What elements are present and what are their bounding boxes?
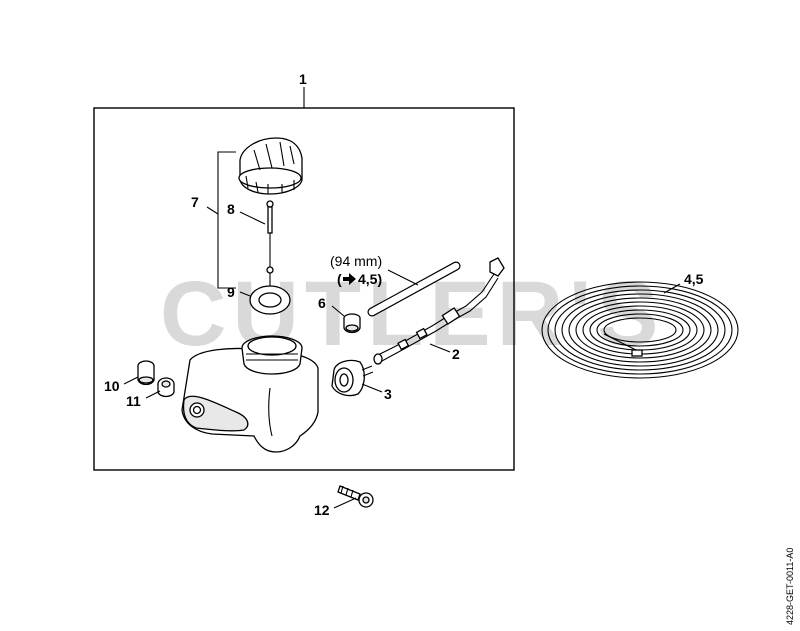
callout-11: 11 [126,393,141,409]
hose-ref-open: ( [337,271,342,287]
callout-2: 2 [452,346,460,362]
callout-7: 7 [191,194,199,210]
callout-10: 10 [104,378,120,394]
fuel-hose-94mm [367,261,461,317]
callout-1: 1 [299,71,307,87]
fuel-line-pickup [373,257,505,365]
hose-ref: 4,5) [358,271,382,287]
right-arrow-icon [343,273,356,285]
callout-3: 3 [384,386,392,402]
screw [337,485,374,508]
grommet [343,313,361,334]
callout-6: 6 [318,295,326,311]
retaining-cord [266,200,274,274]
fuel-filter [331,359,374,397]
fuel-line-coil [541,281,739,379]
hose-length-note: (94 mm) [330,253,382,269]
plug [137,360,155,386]
callout-4-5: 4,5 [684,271,704,287]
group-bracket-7 [217,151,236,289]
sealing-ring [157,377,175,398]
callout-9: 9 [227,284,235,300]
fuel-tank [181,335,319,453]
filler-cap [238,137,303,195]
cap-gasket [249,273,291,315]
callout-8: 8 [227,201,235,217]
drawing-code: 4228-GET-0011-A0 [785,548,795,625]
callout-12: 12 [314,502,330,518]
